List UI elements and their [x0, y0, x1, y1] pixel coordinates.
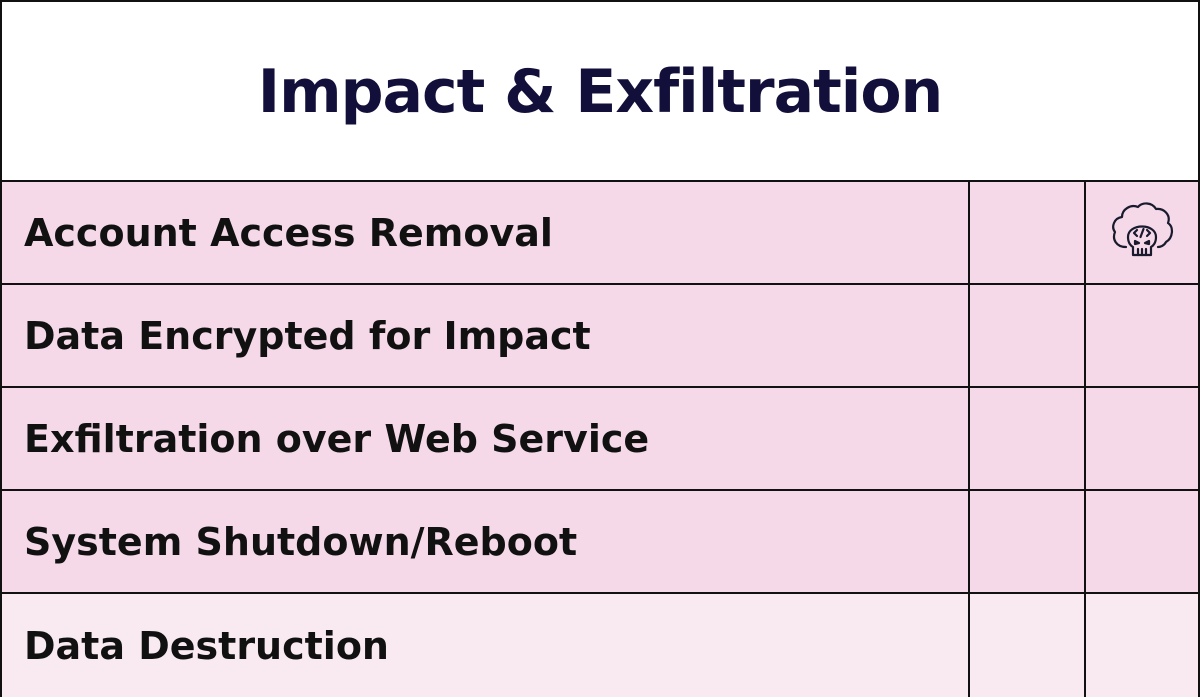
technique-label: System Shutdown/Reboot — [24, 519, 578, 564]
technique-label: Data Encrypted for Impact — [24, 313, 591, 358]
technique-label: Data Destruction — [24, 623, 389, 668]
empty-cell — [970, 491, 1086, 592]
table-row: Account Access Removal — [2, 182, 1198, 285]
technique-name-cell: Account Access Removal — [2, 182, 970, 283]
technique-name-cell: Exfiltration over Web Service — [2, 388, 970, 489]
cloud-skull-code-icon — [1106, 197, 1178, 269]
technique-label: Account Access Removal — [24, 210, 553, 255]
table-row: Data Destruction — [2, 594, 1198, 697]
empty-cell — [970, 285, 1086, 386]
page-title: Impact & Exfiltration — [257, 57, 943, 127]
empty-cell — [1086, 491, 1198, 592]
technique-name-cell: Data Encrypted for Impact — [2, 285, 970, 386]
table-row: Exfiltration over Web Service — [2, 388, 1198, 491]
empty-cell — [1086, 285, 1198, 386]
icon-cell — [1086, 182, 1198, 283]
header: Impact & Exfiltration — [2, 2, 1198, 182]
technique-name-cell: System Shutdown/Reboot — [2, 491, 970, 592]
empty-cell — [970, 388, 1086, 489]
empty-cell — [1086, 594, 1198, 697]
table-row: Data Encrypted for Impact — [2, 285, 1198, 388]
technique-label: Exfiltration over Web Service — [24, 416, 650, 461]
empty-cell — [1086, 388, 1198, 489]
technique-name-cell: Data Destruction — [2, 594, 970, 697]
table-body: Account Access Removal — [2, 182, 1198, 697]
table-row: System Shutdown/Reboot — [2, 491, 1198, 594]
empty-cell — [970, 594, 1086, 697]
empty-cell — [970, 182, 1086, 283]
